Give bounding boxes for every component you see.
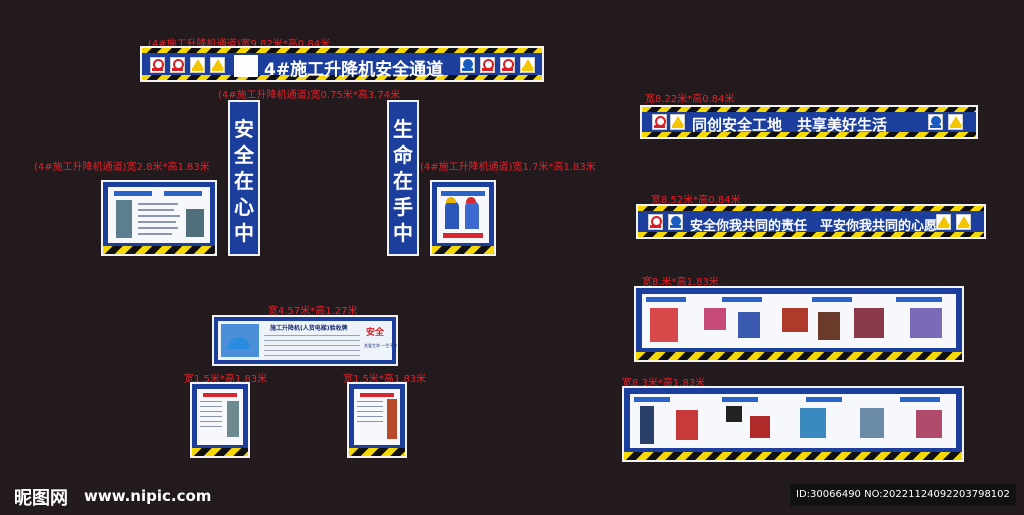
helmet-mandatory-sign-icon — [928, 114, 943, 130]
center-acceptance-panel: 施工升降机(人货电梯)验收牌 安全 关爱生命 一生平安 — [212, 315, 398, 366]
center-panel-title: 施工升降机(人货电梯)验收牌 — [270, 325, 348, 332]
small-panel-right — [347, 382, 407, 458]
elevator-illustration-icon — [116, 200, 132, 238]
dim-small-right: 宽1.5米*高1.83米 — [343, 374, 427, 385]
info-board-1 — [634, 286, 964, 362]
no-entry-sign-icon — [150, 57, 165, 73]
no-entry-sign-icon — [652, 114, 667, 130]
warning-sign-icon — [190, 57, 205, 73]
equipment-illustration-icon — [818, 312, 840, 340]
dim-top-banner: (4#施工升降机通道)宽9.82米*高0.84米 — [148, 39, 331, 50]
equipment-illustration-icon — [782, 308, 808, 332]
dim-left-panel: (4#施工升降机通道)宽2.8米*高1.83米 — [34, 162, 210, 173]
warning-sign-icon — [520, 57, 535, 73]
center-panel-footer: 关爱生命 一生平安 — [364, 343, 398, 348]
vertical-banner-left: 安全在心中 — [228, 100, 260, 256]
caution-sign-icon — [956, 214, 971, 230]
slogan-banner-2: 安全你我共同的责任 平安你我共同的心愿 — [636, 204, 986, 239]
dim-slogan2: 宽8.52米*高0.84米 — [651, 195, 741, 206]
slogan-banner-1: 同创安全工地 共享美好生活 — [640, 105, 978, 139]
no-entry-sign-icon — [480, 57, 495, 73]
worker-illustration-icon — [650, 308, 678, 342]
watermark-url: www.nipic.com — [84, 487, 212, 505]
mandatory-sign-icon — [668, 214, 683, 230]
worker-illustration-icon — [910, 308, 942, 338]
dim-board1: 宽8.米*高1.83米 — [642, 277, 719, 288]
right-info-panel — [430, 180, 496, 256]
safety-illustration-icon — [738, 312, 760, 338]
equipment-illustration-icon — [854, 308, 884, 338]
left-info-panel — [101, 180, 217, 256]
equipment-illustration-icon — [800, 408, 826, 438]
worker-illustration-icon — [465, 201, 479, 229]
worker-illustration-icon — [916, 410, 942, 438]
center-panel-badge: 安全 — [366, 328, 385, 338]
watermark-id: ID:30066490 NO:20221124092203798102 — [796, 489, 1010, 500]
elevator-illustration-icon — [186, 209, 204, 237]
equipment-illustration-icon — [860, 408, 884, 438]
watermark-id-bar — [790, 484, 1016, 506]
blank-logo-box — [234, 55, 258, 77]
worker-illustration-icon — [445, 201, 459, 229]
caution-sign-icon — [210, 57, 225, 73]
safety-illustration-icon — [676, 410, 698, 440]
warning-sign-icon — [948, 114, 963, 130]
dim-slogan1: 宽8.22米*高0.84米 — [645, 94, 735, 105]
safety-illustration-icon — [726, 406, 742, 422]
dim-board2: 宽8.3米*高1.83米 — [622, 378, 706, 389]
top-banner: 4#施工升降机安全通道 — [140, 46, 544, 82]
dim-small-left: 宽1.5米*高1.83米 — [184, 374, 268, 385]
equipment-illustration-icon — [750, 416, 770, 438]
no-fire-sign-icon — [500, 57, 515, 73]
dim-vertical: (4#施工升降机通道)宽0.75米*高3.74米 — [218, 90, 401, 101]
top-banner-title: 4#施工升降机安全通道 — [264, 60, 444, 80]
warning-sign-icon — [936, 214, 951, 230]
watermark-logo: 昵图网 — [14, 488, 68, 509]
elevator-illustration-icon — [227, 401, 239, 437]
no-smoking-sign-icon — [170, 57, 185, 73]
safety-illustration-icon — [704, 308, 726, 330]
slogan-1-text: 同创安全工地 共享美好生活 — [692, 116, 888, 134]
slogan-2-text: 安全你我共同的责任 平安你我共同的心愿 — [690, 219, 938, 234]
worker-illustration-icon — [387, 399, 397, 439]
warning-sign-icon — [670, 114, 685, 130]
dim-right-panel: (4#施工升降机通道)宽1.7米*高1.83米 — [420, 162, 596, 173]
no-smoking-sign-icon — [648, 214, 663, 230]
dim-center-panel: 宽4.57米*高1.27米 — [268, 306, 358, 317]
worker-illustration-icon — [640, 406, 654, 444]
vertical-banner-right: 生命在手中 — [387, 100, 419, 256]
small-panel-left — [190, 382, 250, 458]
info-board-2 — [622, 386, 964, 462]
helmet-mandatory-sign-icon — [460, 57, 475, 73]
